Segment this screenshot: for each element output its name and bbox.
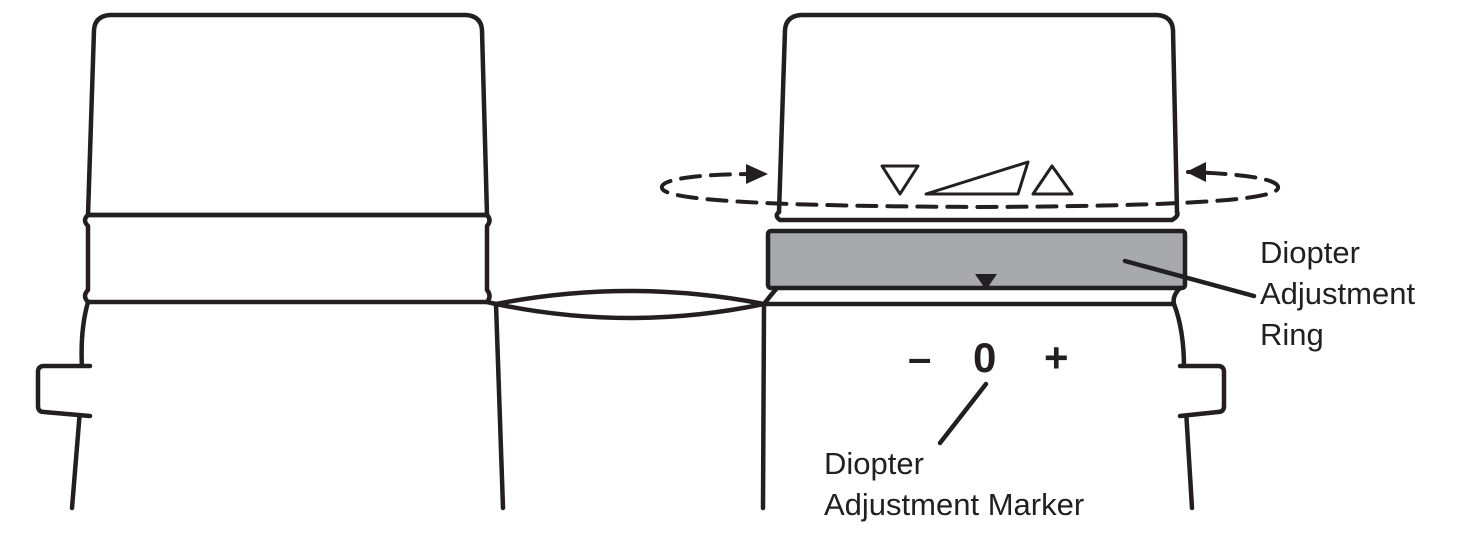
ring-label-line2: Adjustment — [1260, 276, 1416, 311]
marker-label-line2: Adjustment Marker — [824, 487, 1085, 522]
scale-minus-sign: – — [908, 334, 932, 381]
rotation-arrowhead-left — [746, 164, 768, 184]
scale-plus-sign: + — [1044, 334, 1069, 381]
ring-label-line1: Diopter — [1260, 235, 1360, 270]
up-triangle-icon — [1031, 164, 1074, 196]
ring-index-marker-icon — [975, 274, 997, 290]
right-ring-collar — [761, 285, 1183, 307]
left-strap-lug — [35, 363, 93, 419]
left-eyecup — [82, 12, 492, 305]
center-hinge — [493, 288, 767, 511]
right-eyecup — [774, 12, 1180, 223]
rotation-arrowhead-right — [1186, 162, 1206, 182]
diopter-adjustment-ring[interactable] — [765, 228, 1188, 291]
left-barrel-body — [69, 299, 506, 511]
marker-callout-line — [937, 381, 989, 446]
right-strap-lug — [1177, 363, 1227, 419]
ring-label-line3: Ring — [1260, 317, 1324, 352]
down-triangle-icon — [880, 164, 920, 196]
rotation-arrow-icon — [660, 170, 1280, 209]
marker-label-line1: Diopter — [824, 446, 924, 481]
ring-callout-line — [1122, 258, 1257, 299]
scale-zero-mark: 0 — [973, 334, 997, 381]
wedge-ramp-icon — [924, 160, 1030, 196]
